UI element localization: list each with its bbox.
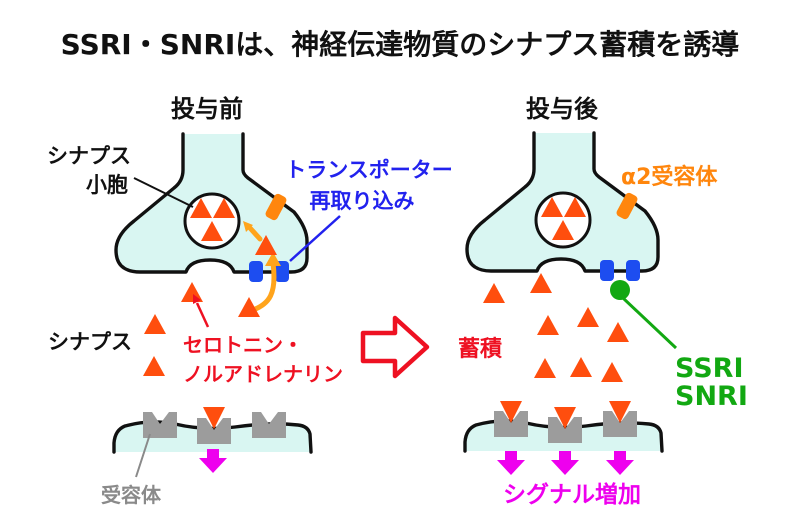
receptor-label: 受容体	[101, 483, 162, 507]
reuptake-arrowhead	[265, 252, 281, 266]
neurotransmitter-triangle	[534, 358, 556, 378]
panel-after: 投与後 α2受容体 蓄積 SSRI SNRI シグナル増加	[458, 95, 748, 508]
presynaptic-terminal	[465, 131, 660, 283]
neurotransmitter-pointer-arrow	[195, 302, 210, 328]
vesicle-label-line2: 小胞	[86, 173, 128, 197]
drug-label-line1: SSRI	[675, 353, 744, 384]
bound-neurotransmitter	[203, 407, 225, 429]
transporter-label-line2: 再取り込み	[310, 189, 415, 213]
alpha2-label: α2受容体	[621, 164, 718, 190]
ssri-molecule	[610, 280, 630, 300]
synapse-label: シナプス	[48, 330, 132, 354]
bound-neurotransmitter	[554, 407, 576, 429]
signal-label: シグナル増加	[503, 481, 641, 508]
reuptake-arrowhead	[243, 221, 253, 232]
neurotransmitter-triangle	[144, 314, 166, 334]
receptor-pointer-line	[135, 433, 151, 478]
before-after-arrow	[360, 315, 430, 379]
neurotransmitter-label-line1: セロトニン・	[183, 333, 303, 357]
transporter-label-line1: トランスポーター	[285, 158, 453, 182]
reuptake-arrow	[250, 260, 277, 313]
neurotransmitter-triangle	[537, 315, 559, 335]
neurotransmitter-pointer-arrowhead	[193, 294, 201, 304]
neurotransmitter-triangle	[255, 235, 277, 255]
neurotransmitter-triangle	[143, 356, 165, 376]
bound-neurotransmitter	[609, 401, 631, 423]
panel-before: 投与前 シナプス 小胞 トランスポーター 再取り込み シナプス セロトニン・ ノ…	[47, 95, 453, 507]
neurotransmitter-triangle	[570, 357, 592, 377]
neurotransmitter-triangle	[483, 283, 505, 303]
neurotransmitter-triangle	[607, 322, 629, 342]
vesicle-label-line1: シナプス	[47, 144, 131, 168]
neurotransmitter-label-line2: ノルアドレナリン	[183, 362, 343, 386]
panel-after-heading: 投与後	[526, 95, 599, 123]
drug-label-line2: SNRI	[675, 381, 748, 412]
drug-pointer-line	[621, 296, 678, 350]
signal-arrow	[497, 451, 525, 475]
accumulation-label: 蓄積	[458, 337, 503, 362]
signal-arrow	[606, 451, 634, 475]
presynaptic-terminal	[114, 132, 309, 284]
neurotransmitter-triangle	[181, 282, 203, 302]
signal-arrow	[551, 451, 579, 475]
vesicle-pointer-line	[133, 177, 194, 208]
panel-before-heading: 投与前	[171, 95, 243, 123]
neurotransmitter-triangle	[530, 273, 552, 293]
neurotransmitter-triangle	[577, 307, 599, 327]
transporter-pointer-line	[289, 215, 341, 262]
bound-neurotransmitter	[500, 401, 522, 423]
signal-arrow	[199, 449, 227, 473]
neurotransmitter-triangle	[238, 297, 260, 317]
diagram-title: SSRI・SNRIは、神経伝達物質のシナプス蓄積を誘導	[61, 28, 740, 61]
reuptake-arrow	[247, 225, 263, 242]
neurotransmitter-triangle	[601, 362, 623, 382]
